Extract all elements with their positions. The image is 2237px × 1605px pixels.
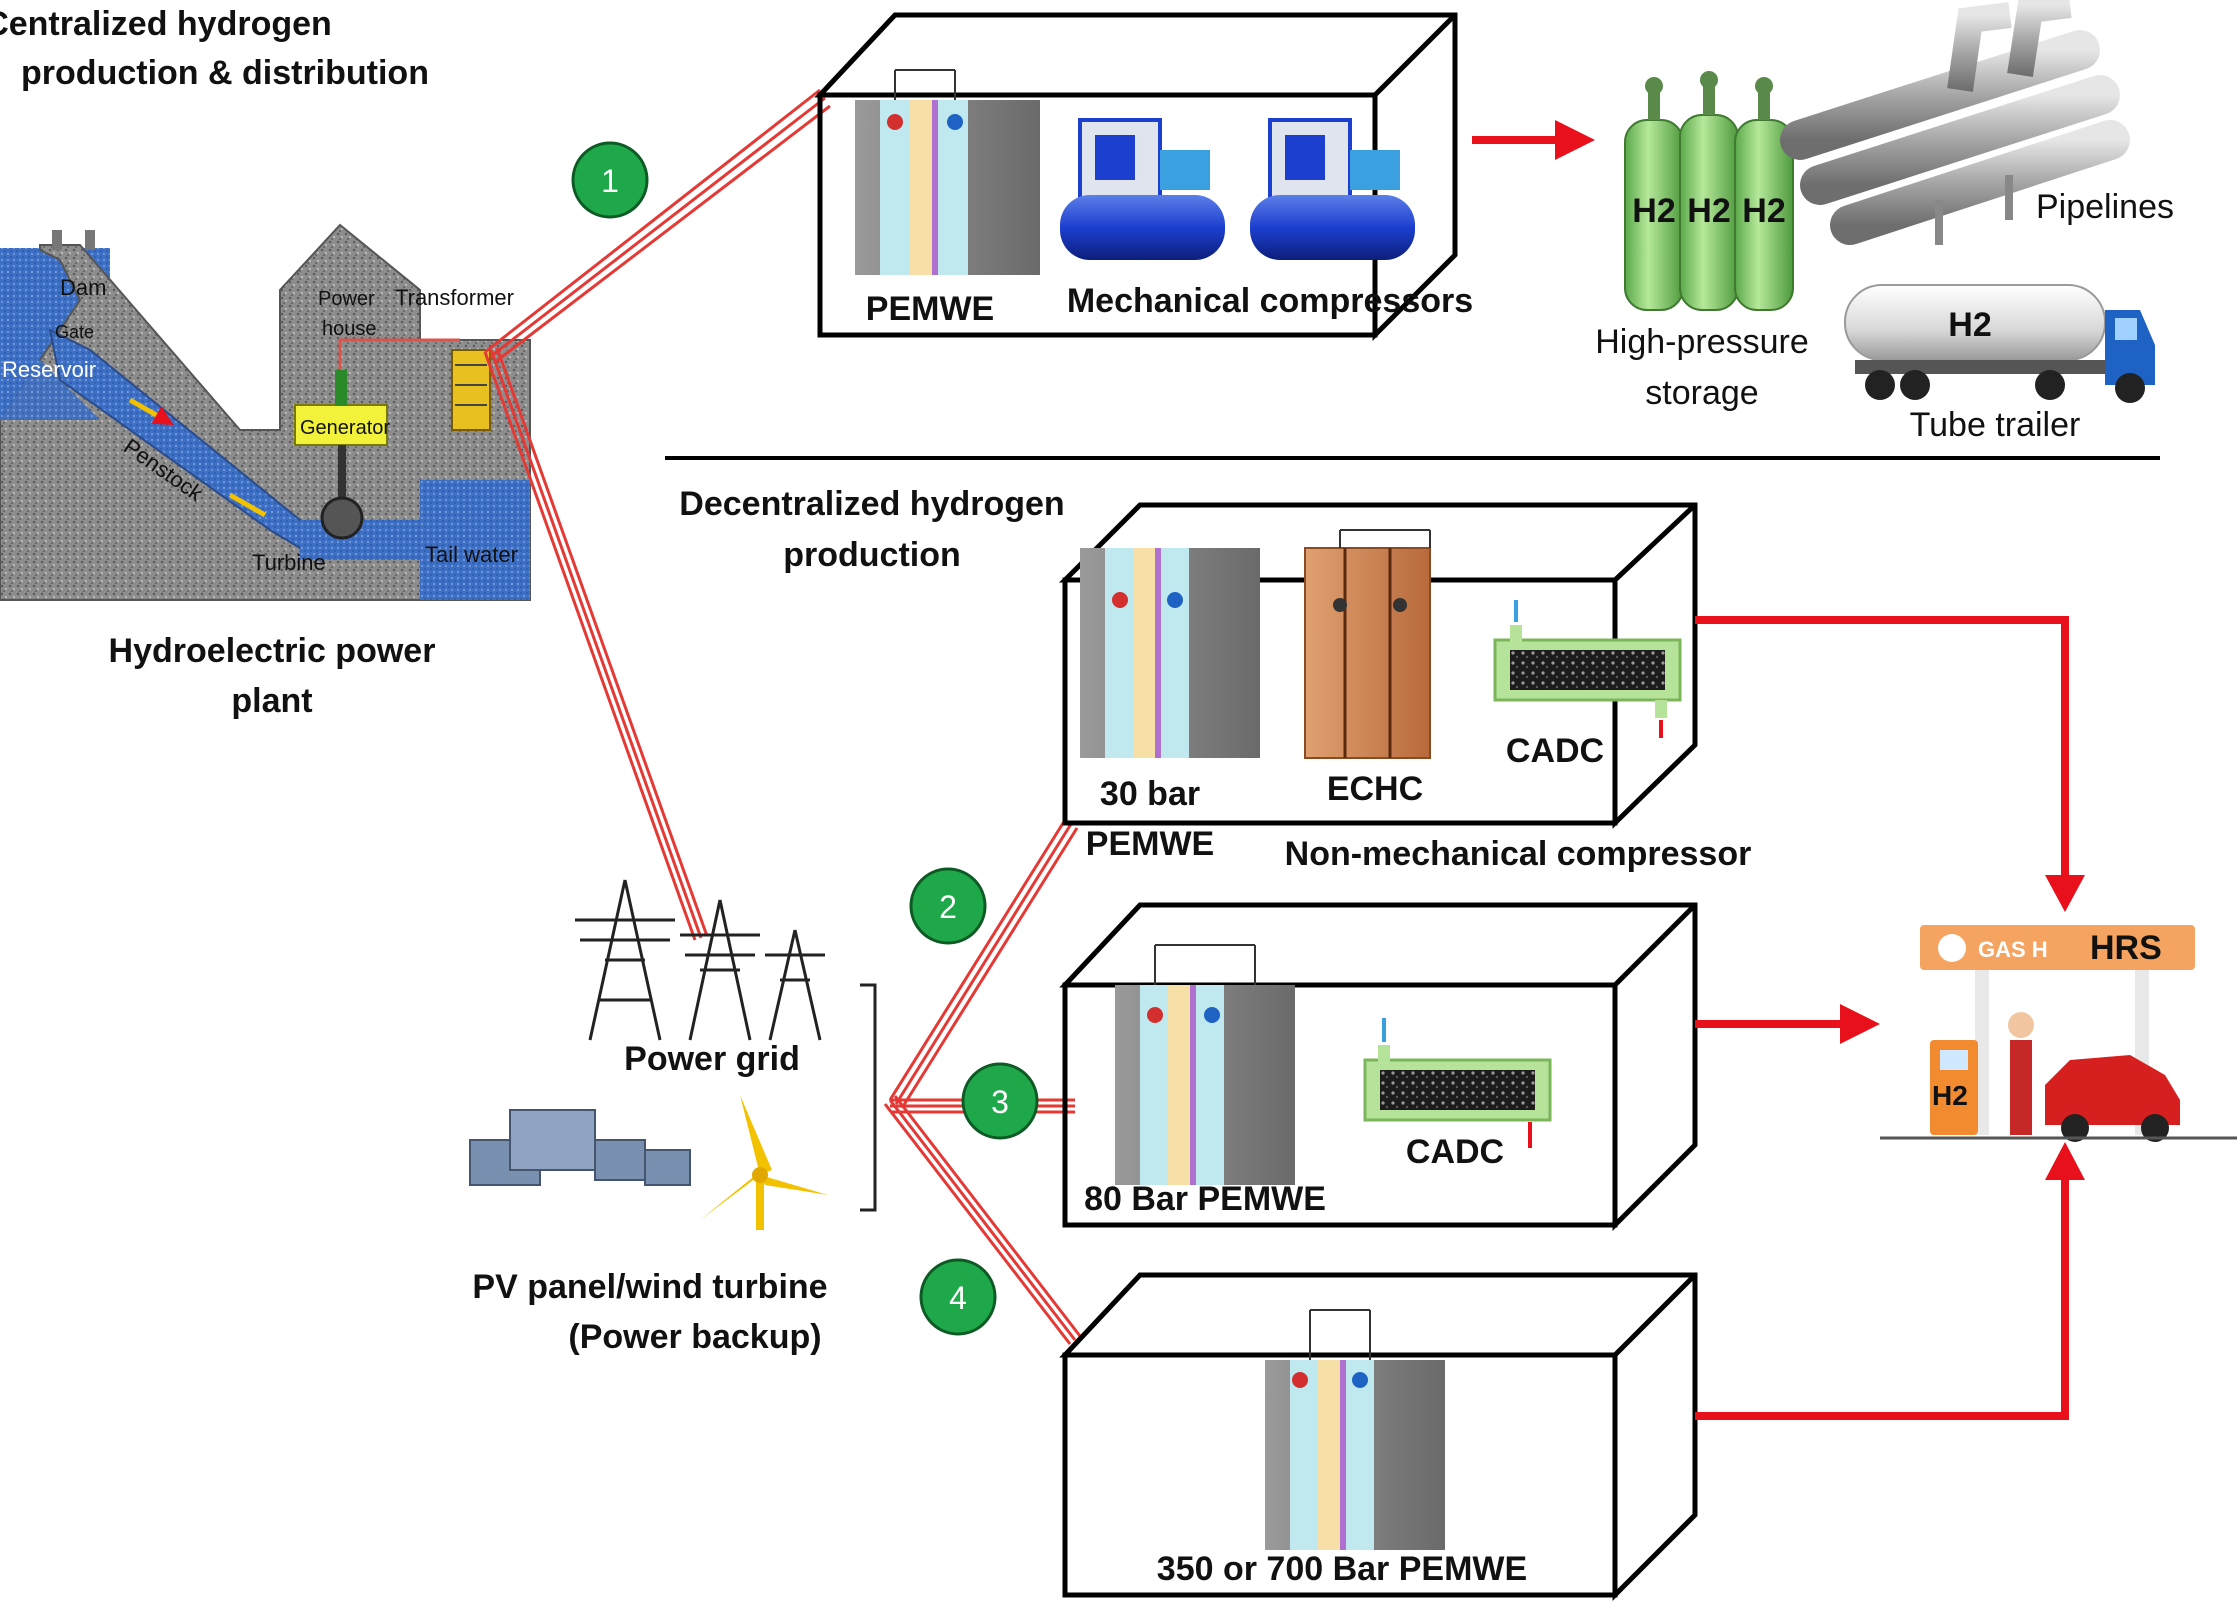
power-grid-label: Power grid <box>624 1040 800 1078</box>
generator-label: Generator <box>300 417 390 439</box>
svg-text:3: 3 <box>991 1084 1009 1120</box>
svg-text:1: 1 <box>601 163 619 199</box>
svg-text:4: 4 <box>949 1280 967 1316</box>
pipelines-illustration <box>1780 0 2130 245</box>
non-mechanical-compressor-label: Non-mechanical compressor <box>1285 835 1752 873</box>
central-heading-line1: Centralized hydrogen <box>0 5 332 43</box>
power-grid-towers <box>575 879 877 1212</box>
central-heading-line2: production & distribution <box>21 54 429 92</box>
decentral-heading-line2: production <box>783 536 961 574</box>
tail-water-label: Tail water <box>425 542 518 567</box>
step-4-badge: 4 <box>919 1258 997 1336</box>
step-1-badge: 1 <box>571 141 649 219</box>
high-pressure-storage-cylinders <box>1624 71 1794 311</box>
transmission-lines <box>483 88 1082 1345</box>
hrs-gas-label: GAS H <box>1978 937 2048 962</box>
storage-label-line2: storage <box>1645 374 1758 412</box>
mechanical-compressor-2 <box>1250 118 1415 260</box>
tube-trailer-label: Tube trailer <box>1910 406 2081 444</box>
step-3-badge: 3 <box>961 1062 1039 1140</box>
central-pemwe-stack <box>855 69 1040 275</box>
transformer-label: Transformer <box>395 285 514 310</box>
echc-stack <box>1304 529 1431 759</box>
hydro-title-line2: plant <box>231 682 312 720</box>
box-3-cadc-unit <box>1363 1018 1552 1148</box>
reservoir-label: Reservoir <box>2 357 96 382</box>
echc-label: ECHC <box>1327 770 1423 808</box>
hydroelectric-plant: Dam Gate Reservoir Penstock Power house … <box>0 223 531 601</box>
step-2-badge: 2 <box>909 867 987 945</box>
arrow-to-storage-head <box>1555 120 1595 160</box>
box-2-pemwe-label-2: PEMWE <box>1086 825 1214 863</box>
decentral-heading-line1: Decentralized hydrogen <box>679 485 1064 523</box>
compressors-label: Mechanical compressors <box>1067 282 1473 320</box>
storage-h2-3: H2 <box>1742 192 1785 230</box>
power-house-label-1: Power <box>318 288 375 310</box>
box-4-pemwe-stack <box>1265 1309 1445 1550</box>
backup-label-line2: (Power backup) <box>568 1318 821 1356</box>
storage-label-line1: High-pressure <box>1595 323 1809 361</box>
box-2-pemwe-label-1: 30 bar <box>1100 775 1200 813</box>
pv-panels <box>469 1109 691 1186</box>
tube-trailer-illustration <box>1844 284 2155 403</box>
box-4-label: 350 or 700 Bar PEMWE <box>1157 1550 1527 1588</box>
hrs-label: HRS <box>2090 929 2162 967</box>
box-4-outline <box>1059 1272 1698 1602</box>
box-3-label: 80 Bar PEMWE <box>1084 1180 1326 1218</box>
power-house-label-2: house <box>322 318 377 340</box>
dam-label: Dam <box>60 275 106 300</box>
box-3-cadc-label: CADC <box>1406 1133 1504 1171</box>
storage-h2-2: H2 <box>1687 192 1730 230</box>
box-2-cadc-unit <box>1493 600 1682 738</box>
box-3-pemwe-stack <box>1115 944 1295 1185</box>
trailer-h2-label: H2 <box>1948 306 1991 344</box>
mechanical-compressor-1 <box>1060 118 1225 260</box>
hydrogen-refueling-station <box>1880 925 2237 1142</box>
central-pemwe-label: PEMWE <box>866 290 994 328</box>
backup-label-line1: PV panel/wind turbine <box>472 1268 827 1306</box>
pipelines-label: Pipelines <box>2036 188 2174 226</box>
hrs-pump-h2: H2 <box>1932 1080 1968 1111</box>
turbine-label: Turbine <box>252 550 326 575</box>
box-2-cadc-label: CADC <box>1506 732 1604 770</box>
storage-h2-1: H2 <box>1632 192 1675 230</box>
box-2-pemwe-stack <box>1080 548 1260 758</box>
hydro-title-line1: Hydroelectric power <box>109 632 436 670</box>
svg-text:2: 2 <box>939 889 957 925</box>
gate-label: Gate <box>55 322 94 342</box>
box-3-outline <box>1059 902 1698 1232</box>
arrows-to-hrs <box>1695 616 2085 1420</box>
wind-turbine <box>700 1095 828 1230</box>
